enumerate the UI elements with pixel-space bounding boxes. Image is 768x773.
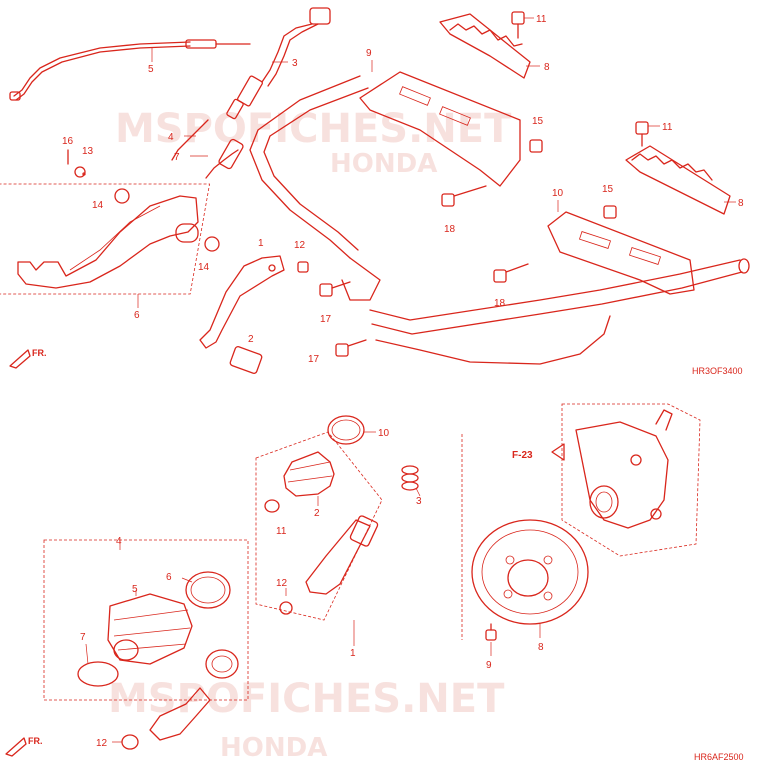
callout-label: 2 xyxy=(314,508,320,519)
frame-tube-part xyxy=(249,75,750,365)
mounting-plate-part xyxy=(359,71,695,295)
direction-label: FR. xyxy=(32,348,47,358)
band-part xyxy=(77,571,231,687)
front-direction-indicator: FR. xyxy=(5,736,43,757)
o-ring-part xyxy=(331,419,361,441)
brake-pedal-part xyxy=(17,149,220,289)
callout-label: 13 xyxy=(82,146,94,157)
spring-part xyxy=(401,465,419,491)
joint-assembly-box xyxy=(43,539,249,701)
cable-part xyxy=(9,39,251,101)
callouts-top: 5 3 4 7 16 13 14 14 6 1 12 2 17 17 9 11 … xyxy=(62,14,744,365)
callout-label: 7 xyxy=(174,152,180,163)
watermark-bottom: MSPOFICHES.NET HONDA xyxy=(108,676,505,763)
callout-label: 8 xyxy=(738,198,744,209)
brake-arm-part xyxy=(199,255,285,374)
watermark-site-text: MSPOFICHES.NET xyxy=(108,676,505,722)
callout-label: 9 xyxy=(486,660,492,671)
callout-label: 4 xyxy=(116,536,122,547)
diagram-code: HR3OF3400 xyxy=(692,366,743,376)
callout-label: 11 xyxy=(276,526,287,537)
watermark-brand-text: HONDA xyxy=(330,149,437,179)
callout-label: 2 xyxy=(248,334,254,345)
watermark-top: MSPOFICHES.NET HONDA xyxy=(115,106,512,179)
direction-label: FR. xyxy=(28,736,43,746)
brake-disc-part xyxy=(471,519,589,625)
watermark-site-text: MSPOFICHES.NET xyxy=(115,106,512,152)
clip-part xyxy=(264,499,280,513)
callouts-bottom: 10 11 2 3 12 1 4 5 6 7 12 9 8 xyxy=(80,428,544,749)
reference-label: F-23 xyxy=(512,450,533,461)
callout-label: 18 xyxy=(444,224,456,235)
leader-lines-top xyxy=(137,17,736,308)
callout-label: 16 xyxy=(62,136,74,147)
hub-knuckle-part xyxy=(575,409,673,529)
outer-joint-part xyxy=(149,649,239,741)
callout-label: 18 xyxy=(494,298,506,309)
pedal-assembly-box xyxy=(0,183,211,295)
washer-part xyxy=(121,734,139,750)
callout-label: 7 xyxy=(80,632,86,643)
callout-label: 17 xyxy=(308,354,320,365)
shaft-assembly-box xyxy=(255,431,383,621)
callout-label: 10 xyxy=(378,428,390,439)
brake-switch-part xyxy=(226,7,331,120)
callout-label: 12 xyxy=(276,578,288,589)
reference-indicator: F-23 xyxy=(512,443,565,461)
callout-label: 6 xyxy=(134,310,140,321)
callout-label: 14 xyxy=(198,262,210,273)
callout-label: 15 xyxy=(532,116,544,127)
bolt-part xyxy=(485,623,497,641)
callout-label: 5 xyxy=(148,64,154,75)
fastener-part xyxy=(82,11,649,357)
front-direction-indicator: FR. xyxy=(9,348,47,369)
callout-label: 11 xyxy=(662,122,673,133)
callout-label: 4 xyxy=(168,132,174,143)
callout-label: 9 xyxy=(366,48,372,59)
drive-shaft-part xyxy=(279,515,379,615)
callout-label: 12 xyxy=(294,240,306,251)
callout-label: 3 xyxy=(416,496,422,507)
callout-label: 3 xyxy=(292,58,298,69)
watermark-brand-text: HONDA xyxy=(220,733,327,763)
callout-label: 8 xyxy=(544,62,550,73)
joint-boot-part xyxy=(107,593,193,665)
diagram-code: HR6AF2500 xyxy=(694,752,744,762)
knuckle-reference-box xyxy=(561,403,701,557)
spring-part xyxy=(171,119,244,179)
callout-label: 5 xyxy=(132,584,138,595)
callout-label: 10 xyxy=(552,188,564,199)
callout-label: 15 xyxy=(602,184,614,195)
callout-label: 8 xyxy=(538,642,544,653)
o-ring-part xyxy=(327,415,365,445)
callout-label: 6 xyxy=(166,572,172,583)
callout-label: 1 xyxy=(350,648,356,659)
boot-part xyxy=(283,451,335,497)
callout-label: 11 xyxy=(536,14,547,25)
callout-label: 17 xyxy=(320,314,332,325)
footpeg-bracket-part xyxy=(439,13,731,215)
leader-lines-bottom xyxy=(85,431,541,743)
callout-label: 1 xyxy=(258,238,264,249)
callout-label: 12 xyxy=(96,738,108,749)
callout-label: 14 xyxy=(92,200,104,211)
